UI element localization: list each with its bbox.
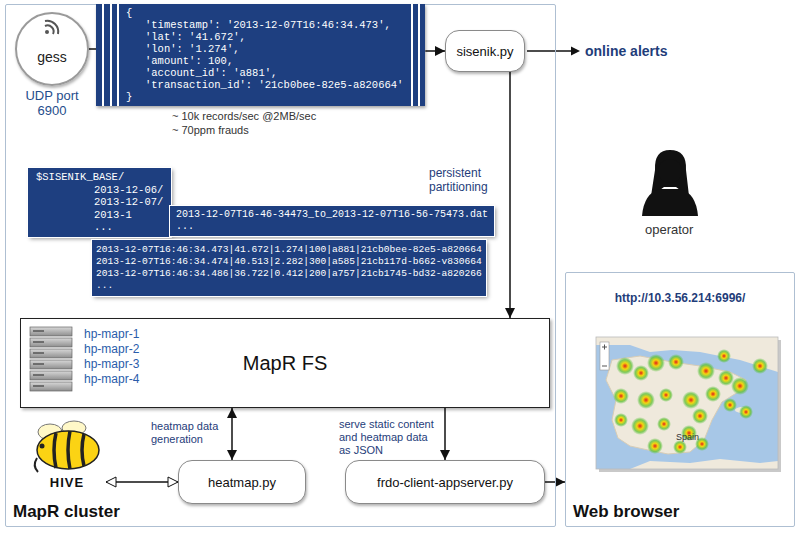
logo-text: HIVE bbox=[50, 475, 84, 490]
path-line: 2013-12-07/ bbox=[36, 196, 163, 209]
process-name: heatmap.py bbox=[208, 475, 276, 490]
operator-silhouette bbox=[642, 150, 698, 216]
edge-label: serve static content and heatmap data as… bbox=[338, 418, 440, 458]
source-circle: gessUDP port 6900 bbox=[15, 12, 89, 86]
file-name: ... bbox=[176, 221, 488, 233]
data-row: 2013-12-07T16:46:34.486|36.722|0.412|200… bbox=[96, 268, 482, 280]
process-name: sisenik.py bbox=[456, 44, 513, 59]
alert-arrow bbox=[527, 50, 576, 52]
data-row: 2013-12-07T16:46:34.474|40.513|2.282|300… bbox=[96, 256, 482, 268]
throughput-note: ~ 10k records/sec @2MB/sec bbox=[172, 110, 316, 123]
hive-logo-node: HIVE bbox=[28, 418, 106, 494]
json-line: 'transaction_id': '21cb0bee-82e5-a820664… bbox=[126, 79, 403, 91]
browser-region: http://10.3.56.214:6996/Web browser bbox=[565, 272, 795, 527]
json-line: 'timestamp': '2013-12-07T16:46:34.473', bbox=[126, 19, 403, 31]
actor-label: operator bbox=[645, 222, 693, 238]
file-box: 2013-12-07T16-46-34473_to_2013-12-07T16-… bbox=[170, 206, 494, 236]
host-name: hp-mapr-2 bbox=[84, 342, 139, 356]
port-label: UDP port 6900 bbox=[23, 88, 81, 118]
host-name: hp-mapr-3 bbox=[84, 357, 139, 371]
region-label: MapR cluster bbox=[13, 502, 548, 522]
file-name: 2013-12-07T16-46-34473_to_2013-12-07T16-… bbox=[176, 209, 488, 221]
path-line: 2013-1 bbox=[36, 209, 163, 222]
alert-arrow-head bbox=[571, 47, 580, 56]
json-line: 'lat': '41.672', bbox=[126, 31, 403, 43]
edge-label: heatmap data generation bbox=[150, 420, 227, 446]
process-name: frdo-client-appserver.py bbox=[377, 475, 513, 490]
edge-label: persistent partitioning bbox=[428, 166, 500, 195]
url-text: http://10.3.56.214:6996/ bbox=[573, 291, 787, 305]
connector bbox=[425, 50, 445, 52]
json-line: { bbox=[126, 7, 403, 19]
connector bbox=[106, 481, 178, 483]
json-line: } bbox=[126, 91, 403, 103]
data-box: 2013-12-07T16:46:34.473|41.672|1.274|100… bbox=[92, 240, 486, 296]
data-row: ... bbox=[96, 280, 482, 292]
host-name: hp-mapr-4 bbox=[84, 372, 139, 386]
server-icons bbox=[30, 327, 72, 391]
connector bbox=[231, 408, 233, 460]
json-line: 'lon': '1.274', bbox=[126, 43, 403, 55]
json-line: 'account_id': 'a881', bbox=[126, 67, 403, 79]
path-line: $SISENIK_BASE/ bbox=[36, 171, 163, 184]
host-name: hp-mapr-1 bbox=[84, 327, 139, 341]
heatmap-screenshot bbox=[596, 337, 781, 472]
path-line: 2013-12-06/ bbox=[36, 184, 163, 197]
connector bbox=[545, 481, 565, 483]
rss-icon bbox=[45, 21, 58, 34]
source-name: gess bbox=[37, 49, 67, 65]
filesystem-name: MapR FS bbox=[243, 352, 327, 375]
data-row: 2013-12-07T16:46:34.473|41.672|1.274|100… bbox=[96, 244, 482, 256]
process-box: heatmap.py bbox=[178, 460, 306, 504]
directory-box: $SISENIK_BASE/2013-12-06/2013-12-07/2013… bbox=[28, 168, 171, 237]
map-label: Spain bbox=[676, 432, 699, 443]
json-line: 'amount': 100, bbox=[126, 55, 403, 67]
connector bbox=[509, 72, 511, 318]
process-box: frdo-client-appserver.py bbox=[345, 460, 545, 504]
region-label: Web browser bbox=[573, 502, 787, 522]
path-line: ... bbox=[36, 221, 163, 234]
connector bbox=[89, 48, 96, 50]
record-stream: {'timestamp': '2013-12-07T16:46:34.473',… bbox=[96, 4, 425, 106]
process-box: sisenik.py bbox=[445, 30, 525, 72]
connector bbox=[444, 408, 446, 460]
output-label: online alerts bbox=[585, 43, 667, 60]
cluster-region: MapR clustergessUDP port 6900{'timestamp… bbox=[5, 4, 556, 527]
fraud-rate-note: ~ 70ppm frauds bbox=[172, 124, 249, 137]
